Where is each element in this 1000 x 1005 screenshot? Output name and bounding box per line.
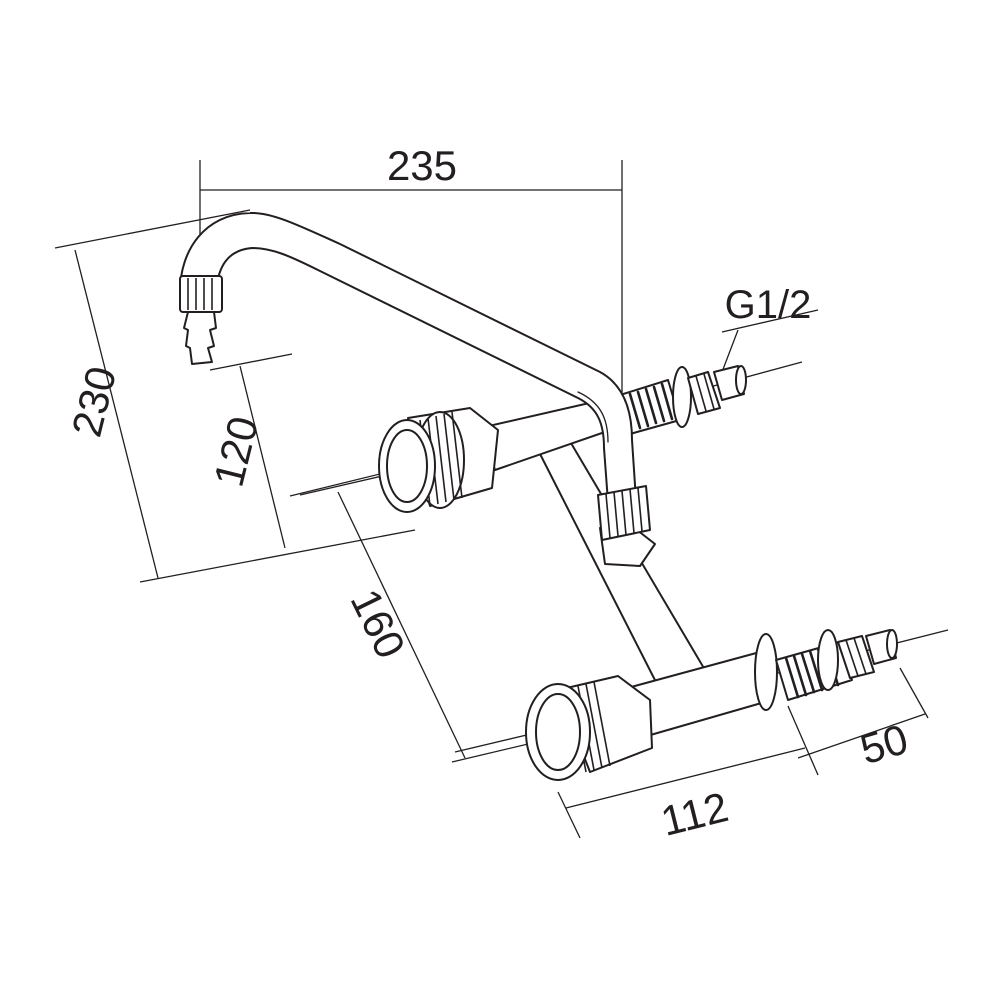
dim-label-235: 235	[387, 142, 457, 189]
dim-label-120: 120	[205, 412, 268, 491]
dim-label-112: 112	[656, 783, 732, 845]
nozzle-nut	[179, 275, 223, 313]
lower-wall-nut	[525, 675, 653, 781]
hose-nozzle	[183, 311, 217, 365]
dim-label-230: 230	[63, 362, 126, 441]
thread-size-label: G1/2	[725, 283, 812, 327]
dim-label-160: 160	[342, 582, 415, 666]
spout-collar	[597, 485, 651, 541]
upper-threaded-inlet	[619, 365, 747, 435]
thread-size-callout: G1/2	[721, 283, 819, 373]
upper-wall-nut	[378, 407, 499, 513]
lower-threaded-inlet	[754, 629, 898, 711]
dimension-160: 160	[299, 464, 546, 763]
swivel-spout	[179, 211, 637, 503]
dimension-235: 235	[199, 142, 623, 430]
dim-label-50: 50	[855, 715, 913, 773]
dimension-120: 120	[205, 353, 293, 549]
